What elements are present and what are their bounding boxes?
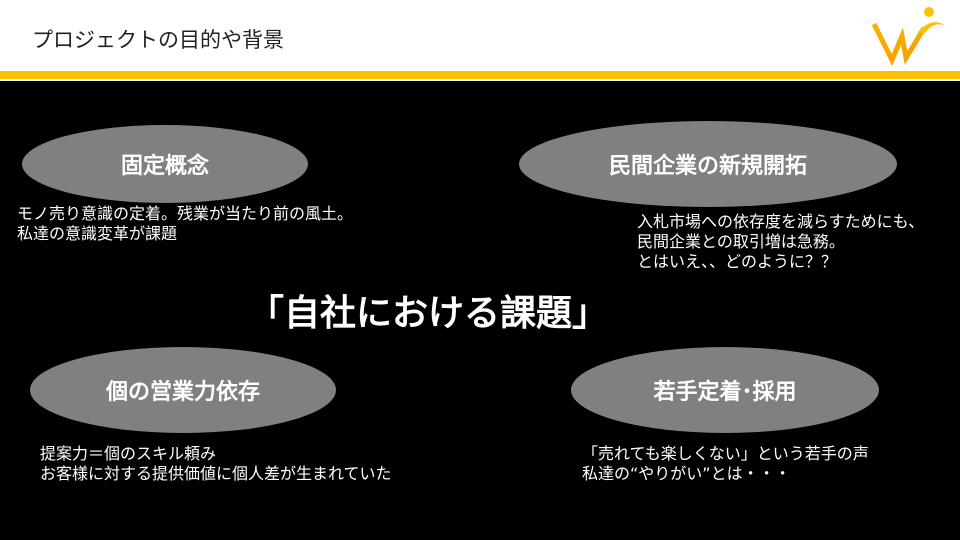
topic-description: 「売れても楽しくない」という若手の声 私達の“やりがい”とは・・・ [582, 444, 869, 484]
w-logo-icon [871, 7, 946, 66]
description-line: 私達の意識変革が課題 [17, 224, 178, 243]
slide-header: プロジェクトの目的や背景 [0, 0, 960, 71]
divider [0, 79, 960, 81]
topic-ellipse-individual-sales: 個の営業力依存 [30, 347, 336, 433]
topic-label: 民間企業の新規開拓 [608, 154, 807, 179]
topic-ellipse-new-business: 民間企業の新規開拓 [519, 121, 897, 207]
center-title: 「自社における課題」 [248, 293, 609, 334]
topic-label: 固定概念 [120, 154, 209, 179]
description-line: 私達の“やりがい”とは・・・ [582, 464, 791, 483]
accent-band [0, 71, 960, 79]
topic-description: 提案力＝個のスキル頼み お客様に対する提供価値に個人差が生まれていた [40, 444, 392, 484]
description-line: 民間企業との取引増は急務。 [637, 232, 845, 251]
slide-title: プロジェクトの目的や背景 [32, 28, 284, 52]
description-line: 「売れても楽しくない」という若手の声 [582, 444, 869, 463]
topic-ellipse-fixed-concept: 固定概念 [22, 125, 308, 203]
topic-label: 若手定着･採用 [653, 380, 797, 405]
description-line: モノ売り意識の定着。残業が当たり前の風土。 [17, 204, 354, 223]
topic-label: 個の営業力依存 [105, 380, 260, 405]
description-line: 入札市場への依存度を減らすためにも、 [637, 212, 925, 231]
topic-description: モノ売り意識の定着。残業が当たり前の風土。 私達の意識変革が課題 [17, 204, 353, 244]
description-line: とはいえ、、どのように？？ [637, 252, 838, 271]
topic-description: 入札市場への依存度を減らすためにも、 民間企業との取引増は急務。 とはいえ、、ど… [637, 212, 924, 272]
topic-ellipse-young-retention: 若手定着･採用 [571, 347, 879, 433]
description-line: お客様に対する提供価値に個人差が生まれていた [40, 464, 392, 483]
description-line: 提案力＝個のスキル頼み [40, 444, 217, 463]
